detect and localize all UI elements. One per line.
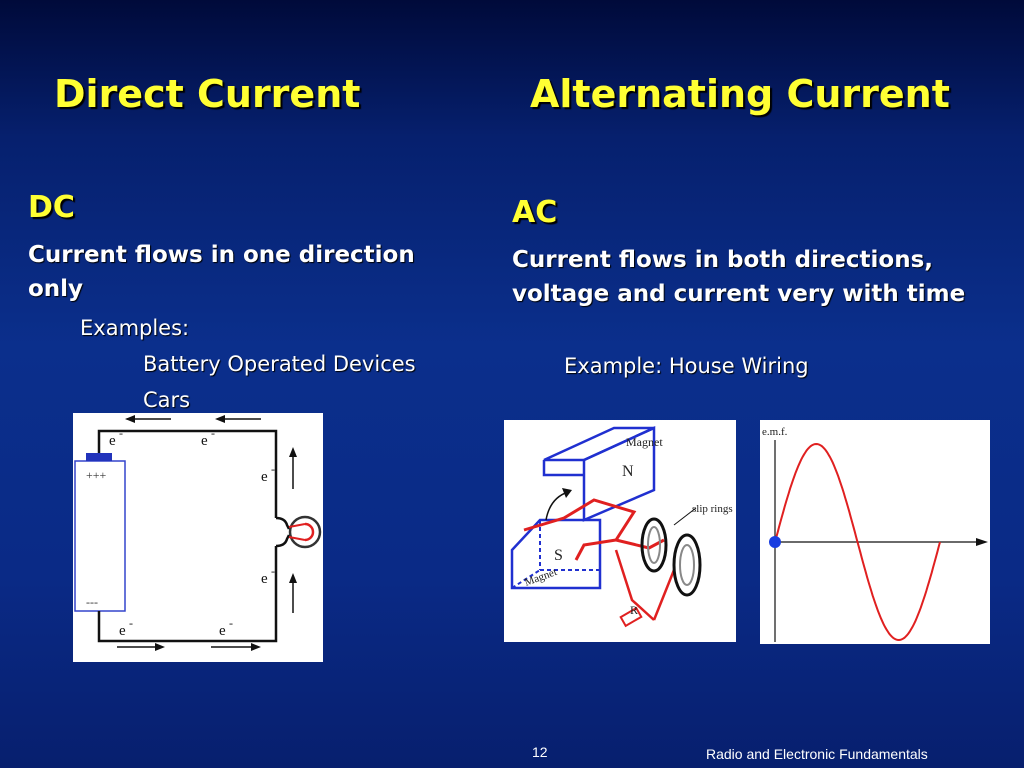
electron-label: e <box>261 571 268 587</box>
page-number: 12 <box>532 744 548 760</box>
ac-example: Example: House Wiring <box>564 354 809 378</box>
ac-label: AC <box>512 195 558 230</box>
ac-title: Alternating Current <box>530 72 950 116</box>
electron-label: e <box>261 469 268 485</box>
dc-label: DC <box>28 190 75 225</box>
magnet-top-label: Magnet <box>626 435 663 449</box>
dc-title: Direct Current <box>54 72 361 116</box>
slip-rings-label: slip rings <box>692 503 733 515</box>
ac-description: Current flows in both directions, voltag… <box>512 247 966 307</box>
electron-label: e <box>119 623 126 639</box>
emf-waveform-diagram: e.m.f. <box>760 420 990 644</box>
origin-point <box>769 536 781 548</box>
electron-label: e <box>109 433 116 449</box>
pole-south-label: S <box>554 547 563 564</box>
svg-text:-: - <box>271 462 275 476</box>
dc-description: Current flows in one direction only <box>28 242 415 302</box>
dc-examples-heading: Examples: <box>80 316 190 340</box>
dc-example-2: Cars <box>143 388 191 412</box>
battery-minus: --- <box>86 595 98 609</box>
lamp-icon <box>288 515 322 549</box>
pole-north-label: N <box>622 463 634 480</box>
battery-icon <box>74 460 126 612</box>
svg-text:-: - <box>229 616 233 630</box>
ac-generator-diagram: Magnet N S Magnet R slip rings <box>504 420 736 642</box>
resistor-label: R <box>630 603 638 617</box>
svg-text:-: - <box>211 426 215 440</box>
svg-text:-: - <box>129 616 133 630</box>
emf-sine-wave <box>774 442 941 642</box>
svg-text:-: - <box>119 426 123 440</box>
battery-plus: +++ <box>86 468 107 482</box>
electron-label: e <box>219 623 226 639</box>
footer-course: Radio and Electronic Fundamentals <box>706 746 928 762</box>
emf-axis-label: e.m.f. <box>762 426 788 438</box>
electron-label: e <box>201 433 208 449</box>
dc-example-1: Battery Operated Devices <box>143 352 416 376</box>
svg-text:-: - <box>271 564 275 578</box>
dc-circuit-diagram: +++ --- e - e - e - e - e <box>73 413 323 662</box>
